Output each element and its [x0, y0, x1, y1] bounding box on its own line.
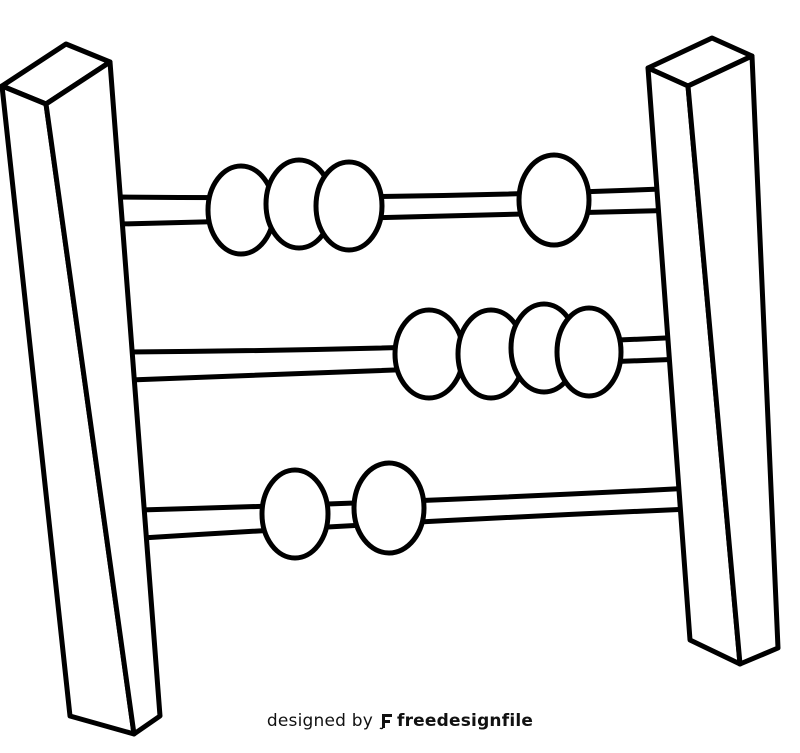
abacus-beads-middle — [392, 301, 624, 401]
credit-prefix: designed by — [266, 711, 373, 731]
bead — [392, 307, 466, 401]
abacus-beads-top — [205, 152, 592, 257]
freedesignfile-logo-icon — [379, 714, 392, 730]
bead — [516, 152, 592, 248]
bead — [259, 467, 331, 561]
bead — [554, 305, 624, 399]
credit-brand[interactable]: freedesignfile — [396, 711, 534, 731]
abacus-rod-top — [115, 185, 694, 227]
abacus-left-post — [0, 41, 163, 737]
bead — [351, 460, 427, 556]
abacus-beads-bottom — [259, 460, 427, 561]
bead — [313, 159, 385, 253]
credit-line: designed by freedesignfile — [0, 706, 800, 736]
abacus-right-post — [645, 35, 781, 667]
abacus-rod-bottom — [137, 484, 720, 541]
